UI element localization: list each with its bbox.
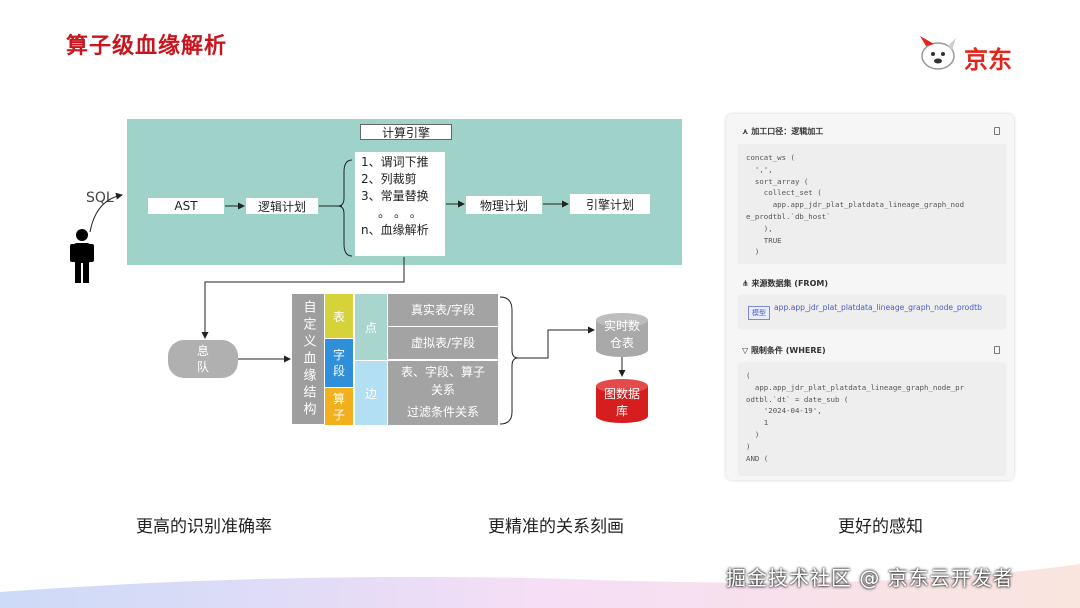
processing-logic-label: 加工口径：逻辑加工 (751, 127, 824, 136)
caption-perception: 更好的感知 (838, 517, 923, 537)
bottom-wave-decoration (0, 564, 1080, 608)
source-dataset-box: 模型 app.app_jdr_plat_platdata_lineage_gra… (738, 294, 1006, 330)
where-code-block: ( app.app_jdr_plat_platdata_lineage_grap… (738, 362, 1006, 476)
relation-item: 过滤条件关系 (406, 405, 479, 419)
caption-accuracy: 更高的识别准确率 (136, 517, 272, 537)
model-tag: 模型 (748, 306, 770, 320)
where-condition-label: 限制条件 (WHERE) (750, 346, 826, 355)
logic-plan-box: 逻辑计划 (246, 198, 318, 214)
virtual-table-field-row: 虚拟表/字段 (388, 327, 498, 359)
source-dataset-heading: ⋔ 来源数据集 (FROM) (742, 278, 828, 289)
field-cell: 字段 (325, 339, 353, 387)
optimizer-rules-box: 1、谓词下推 2、列裁剪 3、常量替换 。 。 。 n、血缘解析 (355, 152, 445, 256)
realtime-warehouse-label: 实时数仓表 (603, 319, 640, 350)
jd-dog-logo-icon (920, 36, 956, 70)
rule-item: 2、列裁剪 (361, 172, 417, 186)
realtime-warehouse-cylinder (596, 313, 648, 357)
engine-plan-box: 引擎计划 (570, 194, 650, 214)
caption-relations: 更精准的关系刻画 (488, 517, 624, 537)
ast-box: AST (148, 198, 224, 214)
branch-icon: ⋏ (742, 127, 752, 136)
relation-item: 表、字段、算子关系 (400, 365, 485, 397)
table-cell: 表 (325, 294, 353, 338)
compute-engine-label: 计算引擎 (360, 124, 452, 140)
edge-cell: 边 (355, 361, 387, 425)
node-cell: 点 (355, 294, 387, 360)
source-dataset-label: 来源数据集 (FROM) (751, 279, 828, 288)
graph-database-label: 图数据库 (603, 387, 640, 418)
logo-text: 京东 (964, 46, 1012, 74)
footer-watermark: 掘金技术社区 @ 京东云开发者 (726, 566, 1014, 590)
dataset-icon: ⋔ (742, 279, 752, 288)
copy-icon[interactable] (994, 127, 1000, 135)
filter-icon: ▽ (742, 346, 751, 355)
copy-icon[interactable] (994, 346, 1000, 354)
rule-item: n、血缘解析 (361, 223, 429, 237)
page-title: 算子级血缘解析 (66, 34, 228, 59)
where-condition-heading: ▽ 限制条件 (WHERE) (742, 345, 826, 356)
processing-logic-heading: ⋏ 加工口径：逻辑加工 (742, 126, 823, 137)
processing-code-block: concat_ws ( ',', sort_array ( collect_se… (738, 144, 1006, 264)
user-person-icon (70, 229, 94, 283)
rule-item: 3、常量替换 (361, 189, 429, 203)
rule-item: 1、谓词下推 (361, 155, 429, 169)
operator-cell: 算子 (325, 388, 353, 425)
relations-row: 表、字段、算子关系 过滤条件关系 (388, 361, 498, 425)
message-queue-label: 息队 (196, 344, 209, 374)
source-dataset-link[interactable]: app.app_jdr_plat_platdata_lineage_graph_… (774, 303, 982, 312)
physical-plan-box: 物理计划 (466, 196, 542, 214)
custom-lineage-structure-label: 自定义血缘结构 (292, 294, 324, 424)
graph-database-cylinder (596, 379, 648, 423)
rule-item: 。 。 。 (378, 206, 422, 220)
lineage-detail-card: ⋏ 加工口径：逻辑加工 concat_ws ( ',', sort_array … (726, 114, 1014, 480)
real-table-field-row: 真实表/字段 (388, 294, 498, 326)
message-queue: 息队 (168, 340, 238, 378)
